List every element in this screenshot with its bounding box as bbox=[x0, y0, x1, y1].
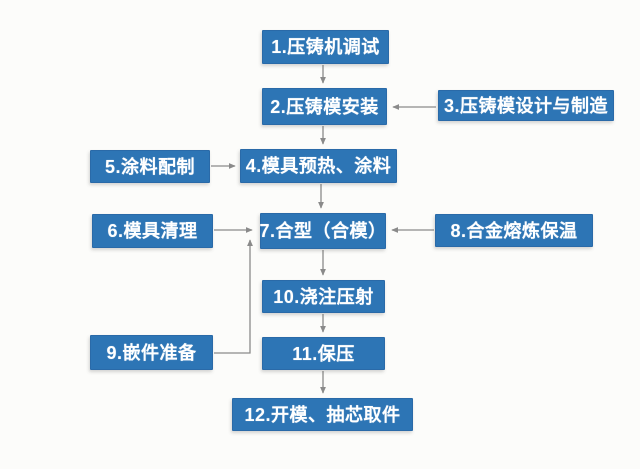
node-4-label: 4.模具预热、涂料 bbox=[245, 156, 392, 176]
node-5-coating-preparation: 5.涂料配制 bbox=[90, 150, 210, 183]
node-12-label: 12.开模、抽芯取件 bbox=[244, 404, 401, 425]
node-8-alloy-melting-and-holding: 8.合金熔炼保温 bbox=[435, 214, 593, 247]
node-1-label: 1.压铸机调试 bbox=[271, 37, 380, 57]
node-9-insert-preparation: 9.嵌件准备 bbox=[90, 335, 213, 370]
node-6-mold-cleaning: 6.模具清理 bbox=[92, 214, 213, 248]
connector-9-to-7 bbox=[214, 239, 253, 354]
node-4-mold-preheating-and-coating: 4.模具预热、涂料 bbox=[240, 149, 397, 183]
node-6-label: 6.模具清理 bbox=[107, 221, 198, 241]
node-9-label: 9.嵌件准备 bbox=[106, 342, 197, 363]
node-11-pressure-holding: 11.保压 bbox=[262, 337, 385, 370]
node-12-mold-opening-core-pulling-part-removal: 12.开模、抽芯取件 bbox=[232, 398, 413, 431]
node-3-label: 3.压铸模设计与制造 bbox=[443, 95, 608, 116]
node-1-die-casting-machine-debugging: 1.压铸机调试 bbox=[262, 30, 389, 64]
node-7-mold-closing: 7.合型（合模） bbox=[260, 213, 386, 249]
node-2-label: 2.压铸模安装 bbox=[270, 96, 379, 117]
node-10-pouring-and-injection: 10.浇注压射 bbox=[262, 280, 385, 313]
node-10-label: 10.浇注压射 bbox=[273, 286, 374, 307]
node-2-die-mold-installation: 2.压铸模安装 bbox=[262, 88, 387, 125]
node-5-label: 5.涂料配制 bbox=[104, 156, 195, 177]
node-7-label: 7.合型（合模） bbox=[259, 221, 387, 241]
node-3-die-mold-design-and-manufacture: 3.压铸模设计与制造 bbox=[438, 90, 614, 121]
node-11-label: 11.保压 bbox=[292, 343, 355, 364]
node-8-label: 8.合金熔炼保温 bbox=[450, 220, 578, 241]
